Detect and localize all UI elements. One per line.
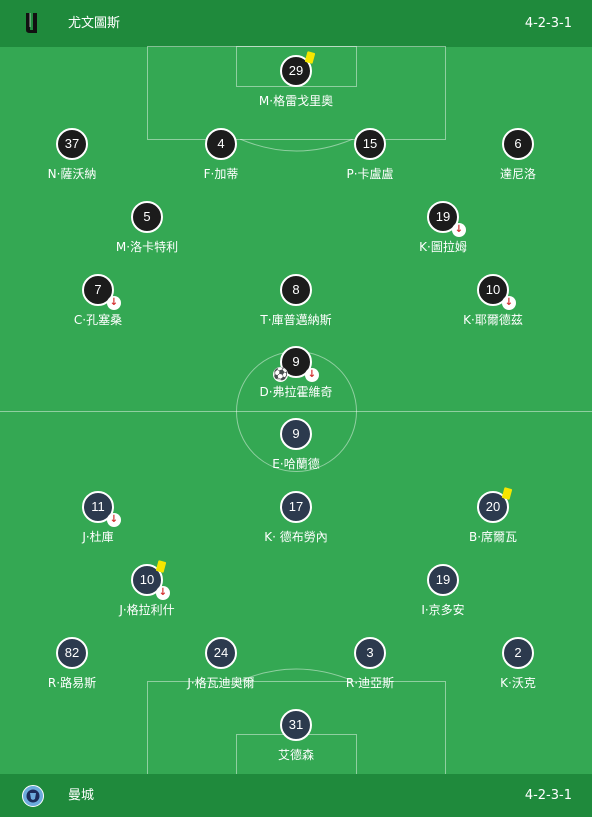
home-team-name: 尤文圖斯 [68, 16, 121, 31]
player-number: 15 [354, 128, 386, 160]
player-name: J·杜庫 [82, 530, 114, 544]
player-number: 37 [56, 128, 88, 160]
player-number: 4 [205, 128, 237, 160]
player-name: K·圖拉姆 [419, 240, 467, 254]
top-penalty-area [147, 46, 446, 140]
player-name: 達尼洛 [499, 167, 536, 181]
player-name: F·加蒂 [203, 167, 239, 181]
player-number: 24 [205, 637, 237, 669]
player-name: T·庫普邁納斯 [260, 313, 332, 327]
player-name: J·格拉利什 [119, 603, 175, 617]
player-name: M·格雷戈里奧 [258, 94, 334, 108]
player-number: 29 [280, 55, 312, 87]
player-number: 7 [82, 274, 114, 306]
player-number: 2 [502, 637, 534, 669]
sub-off-icon: ↓ [305, 368, 319, 382]
sub-off-icon: ↓ [452, 223, 466, 237]
player-name: R·路易斯 [47, 676, 97, 690]
player-name: K· 德布勞內 [264, 530, 328, 544]
sub-off-icon: ↓ [107, 296, 121, 310]
player-number: 19 [427, 201, 459, 233]
player-number: 9 [280, 418, 312, 450]
player-name: C·孔塞桑 [73, 313, 123, 327]
top-penalty-arc [239, 139, 354, 152]
player-name: K·耶爾德茲 [463, 313, 523, 327]
juventus-crest-icon [26, 13, 37, 33]
player-name: J·格瓦迪奧爾 [187, 676, 255, 690]
away-team-name: 曼城 [68, 788, 95, 803]
player-name: M·洛卡特利 [115, 240, 179, 254]
sub-off-icon: ↓ [156, 586, 170, 600]
man-city-crest-icon [22, 785, 44, 807]
home-team-bar: 尤文圖斯 4-2-3-1 [0, 0, 592, 47]
player-number: 8 [280, 274, 312, 306]
player-number: 3 [354, 637, 386, 669]
player-number: 5 [131, 201, 163, 233]
home-formation: 4-2-3-1 [524, 16, 572, 31]
player-number: 82 [56, 637, 88, 669]
away-formation: 4-2-3-1 [524, 788, 572, 803]
player-name: I·京多安 [421, 603, 465, 617]
player-name: K·沃克 [500, 676, 536, 690]
player-name: 艾德森 [277, 748, 314, 762]
player-number: 19 [427, 564, 459, 596]
player-name: D·弗拉霍維奇 [259, 385, 333, 399]
player-number: 6 [502, 128, 534, 160]
player-name: E·哈蘭德 [272, 457, 320, 471]
player-name: P·卡盧盧 [346, 167, 394, 181]
player-number: 9 [280, 346, 312, 378]
sub-off-icon: ↓ [502, 296, 516, 310]
player-number: 31 [280, 709, 312, 741]
player-number: 10 [477, 274, 509, 306]
goal-ball-icon: ⚽ [273, 367, 288, 382]
player-name: B·席爾瓦 [468, 530, 518, 544]
sub-off-icon: ↓ [107, 513, 121, 527]
player-number: 11 [82, 491, 114, 523]
player-number: 17 [280, 491, 312, 523]
pitch [0, 46, 592, 775]
player-name: N·薩沃納 [47, 167, 97, 181]
player-name: R·迪亞斯 [345, 676, 395, 690]
away-team-bar: 曼城 4-2-3-1 [0, 774, 592, 817]
bottom-penalty-arc [239, 668, 354, 681]
